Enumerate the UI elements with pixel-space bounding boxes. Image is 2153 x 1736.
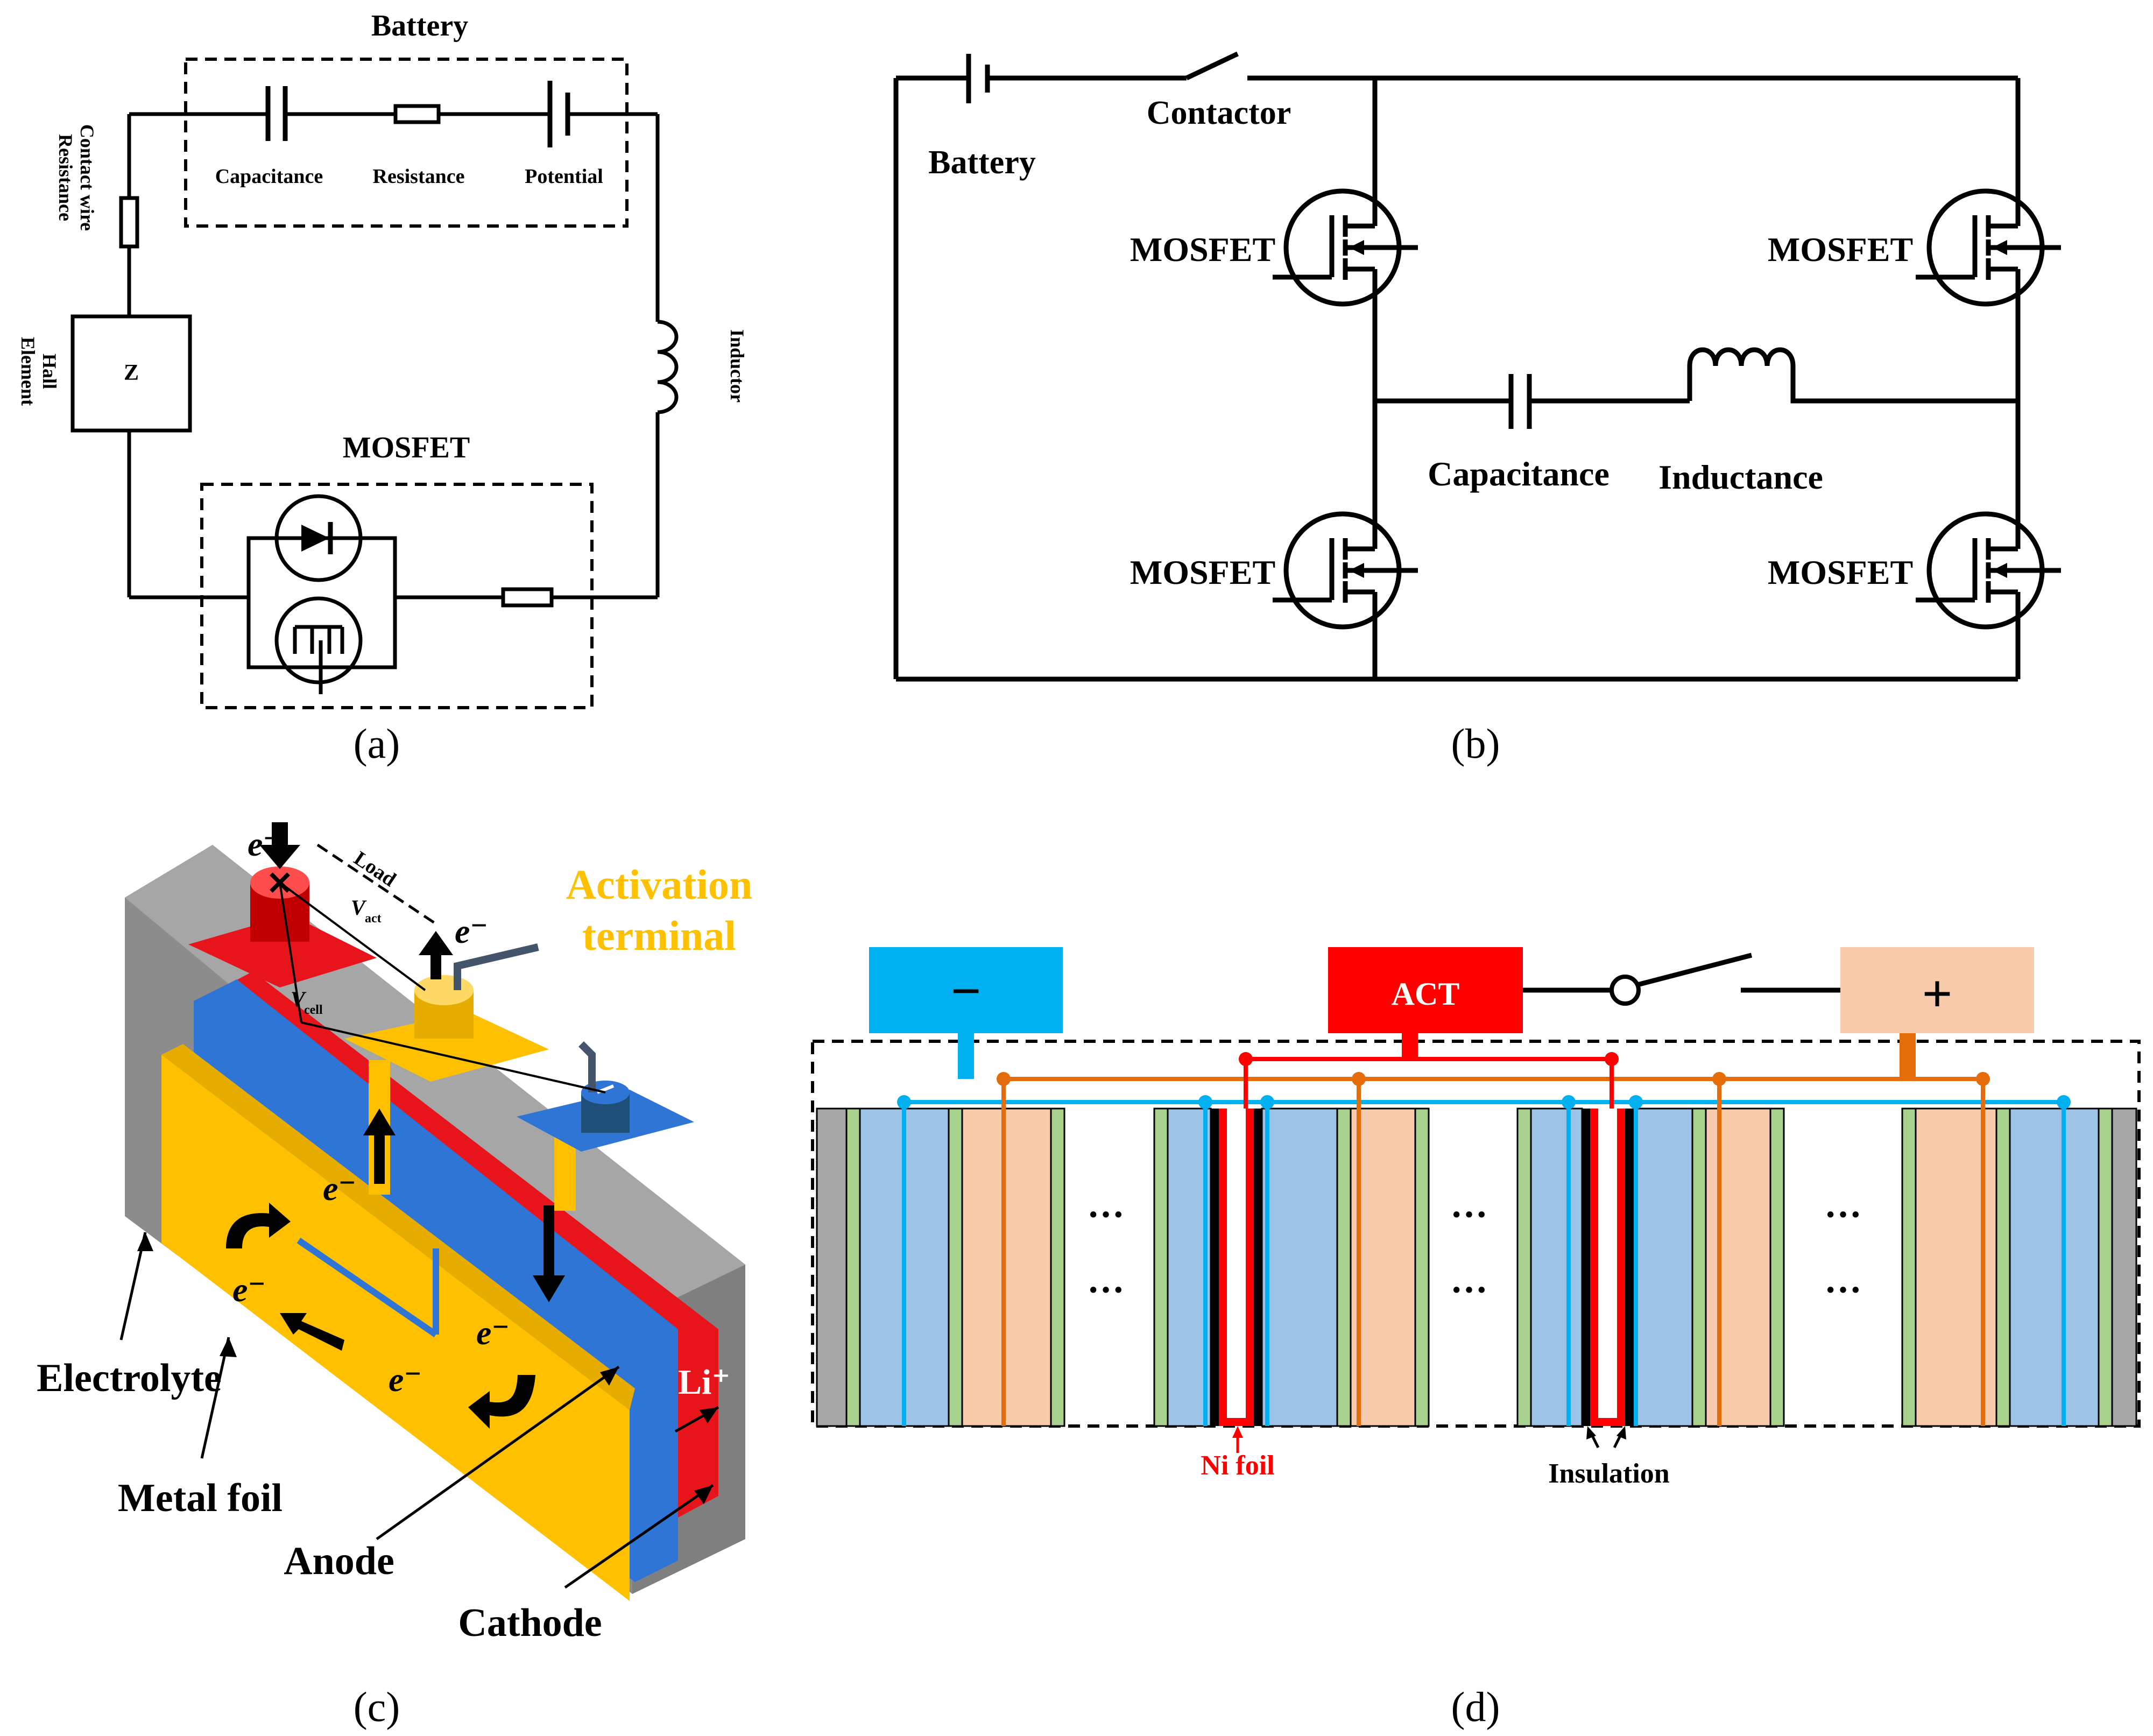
contact-resistor-symbol xyxy=(119,196,139,249)
metal-foil-plate xyxy=(161,1055,630,1601)
curved-arrow-icon xyxy=(468,1375,535,1429)
mosfet-label-bl: MOSFET xyxy=(1130,553,1275,591)
mosfet-resistor-symbol xyxy=(501,587,554,608)
positive-label: + xyxy=(1922,964,1953,1024)
ellipsis-2b: ··· xyxy=(1450,1269,1488,1311)
act-label: ACT xyxy=(1392,976,1460,1012)
ellipsis-3b: ··· xyxy=(1824,1269,1862,1311)
v-cell-label: V xyxy=(291,987,307,1011)
up-arrow-icon xyxy=(419,931,453,979)
caption-c: (c) xyxy=(354,1683,400,1730)
hall-element-box xyxy=(70,314,192,433)
terminal-label: terminal xyxy=(582,912,736,959)
contactor-symbol xyxy=(1185,51,1239,81)
battery-label: Battery xyxy=(371,9,468,43)
ellipsis-1a: ··· xyxy=(1087,1194,1125,1236)
electrolyte-label: Electrolyte xyxy=(37,1356,222,1400)
li-ion-label: Li⁺ xyxy=(678,1363,730,1402)
ellipsis-2a: ··· xyxy=(1450,1194,1488,1236)
resistor-symbol xyxy=(393,104,441,124)
cell-enclosure xyxy=(811,1040,2141,1428)
inductance-label: Inductance xyxy=(1658,458,1823,496)
mosfet-symbol-tr xyxy=(1916,170,2061,326)
cathode-label: Cathode xyxy=(458,1601,602,1645)
mosfet-label-tr: MOSFET xyxy=(1768,230,1913,269)
mosfet-label-br: MOSFET xyxy=(1768,553,1913,591)
inductor-symbol-b xyxy=(1687,347,2018,404)
load-line xyxy=(316,843,440,927)
panel-d: − ACT + xyxy=(811,947,2141,1730)
potential-label: Potential xyxy=(525,165,603,188)
load-label: Load xyxy=(350,847,400,891)
hall-label: Hall xyxy=(39,354,60,389)
activation-terminal-base xyxy=(344,1012,549,1082)
positive-terminal xyxy=(1840,947,2034,1033)
caption-a: (a) xyxy=(354,720,400,767)
anode-label: Anode xyxy=(284,1539,394,1583)
electron-4: e⁻ xyxy=(389,1360,422,1399)
transistor-circle xyxy=(274,596,363,684)
v-cell-subscript: cell xyxy=(304,1003,323,1017)
capacitance-label: Capacitance xyxy=(215,165,323,188)
activation-terminal-cap xyxy=(414,975,474,1005)
ellipsis-3a: ··· xyxy=(1824,1194,1862,1236)
negative-terminal xyxy=(869,947,1063,1033)
down-arrow-icon xyxy=(259,822,300,869)
capacitance-label-b: Capacitance xyxy=(1428,455,1610,493)
ellipsis-1b: ··· xyxy=(1087,1269,1125,1311)
electron-top-right: e⁻ xyxy=(455,912,488,950)
switch-contact-icon xyxy=(1610,975,1641,1006)
v-act-label: V xyxy=(351,895,367,920)
electron-top-left: e⁻ xyxy=(248,825,281,863)
mosfet-symbol-br xyxy=(1916,492,2061,648)
caption-d: (d) xyxy=(1451,1683,1500,1730)
panel-a: Battery Capacitance Resistance Potential… xyxy=(17,9,748,767)
down-arrow-icon xyxy=(533,1205,565,1302)
mosfet-label-tl: MOSFET xyxy=(1130,230,1275,269)
switch-lever xyxy=(1636,952,1753,987)
element-label: Element xyxy=(17,337,39,406)
contactor-label: Contactor xyxy=(1147,95,1291,131)
electron-2: e⁻ xyxy=(232,1271,266,1309)
left-arrow-icon xyxy=(280,1313,344,1351)
hall-box-text: Z xyxy=(124,361,139,385)
act-terminal xyxy=(1328,947,1523,1033)
diode-symbol xyxy=(301,525,329,552)
electron-3: e⁻ xyxy=(476,1314,510,1352)
ni-foil-label: Ni foil xyxy=(1201,1450,1274,1481)
battery-box xyxy=(184,58,629,228)
metal-foil-label: Metal foil xyxy=(118,1476,283,1520)
caption-b: (b) xyxy=(1451,720,1500,767)
inductor-symbol xyxy=(657,320,679,414)
mosfet-label: MOSFET xyxy=(343,431,470,464)
red-terminal-base xyxy=(188,915,377,987)
electron-1: e⁻ xyxy=(323,1169,356,1208)
contact-resistance-label: Resistance xyxy=(55,134,76,221)
contact-wire-label: Contact wire xyxy=(76,124,98,231)
resistance-label: Resistance xyxy=(373,165,465,188)
up-arrow-icon xyxy=(363,1109,396,1184)
panel-b: Battery Contactor xyxy=(893,51,2061,767)
panel-c: ✕ Load V act V cell e⁻ e⁻ xyxy=(37,822,752,1730)
battery-label-b: Battery xyxy=(928,144,1036,181)
mosfet-symbol-tl xyxy=(1273,170,1418,326)
inductor-label: Inductor xyxy=(726,329,748,403)
negative-label: − xyxy=(951,961,982,1021)
mosfet-box xyxy=(200,483,594,709)
mosfet-symbol-bl xyxy=(1273,492,1418,648)
insulation-label: Insulation xyxy=(1548,1458,1670,1489)
v-act-subscript: act xyxy=(365,912,382,926)
activation-label: Activation xyxy=(566,861,753,908)
curved-arrow-icon xyxy=(226,1203,291,1248)
